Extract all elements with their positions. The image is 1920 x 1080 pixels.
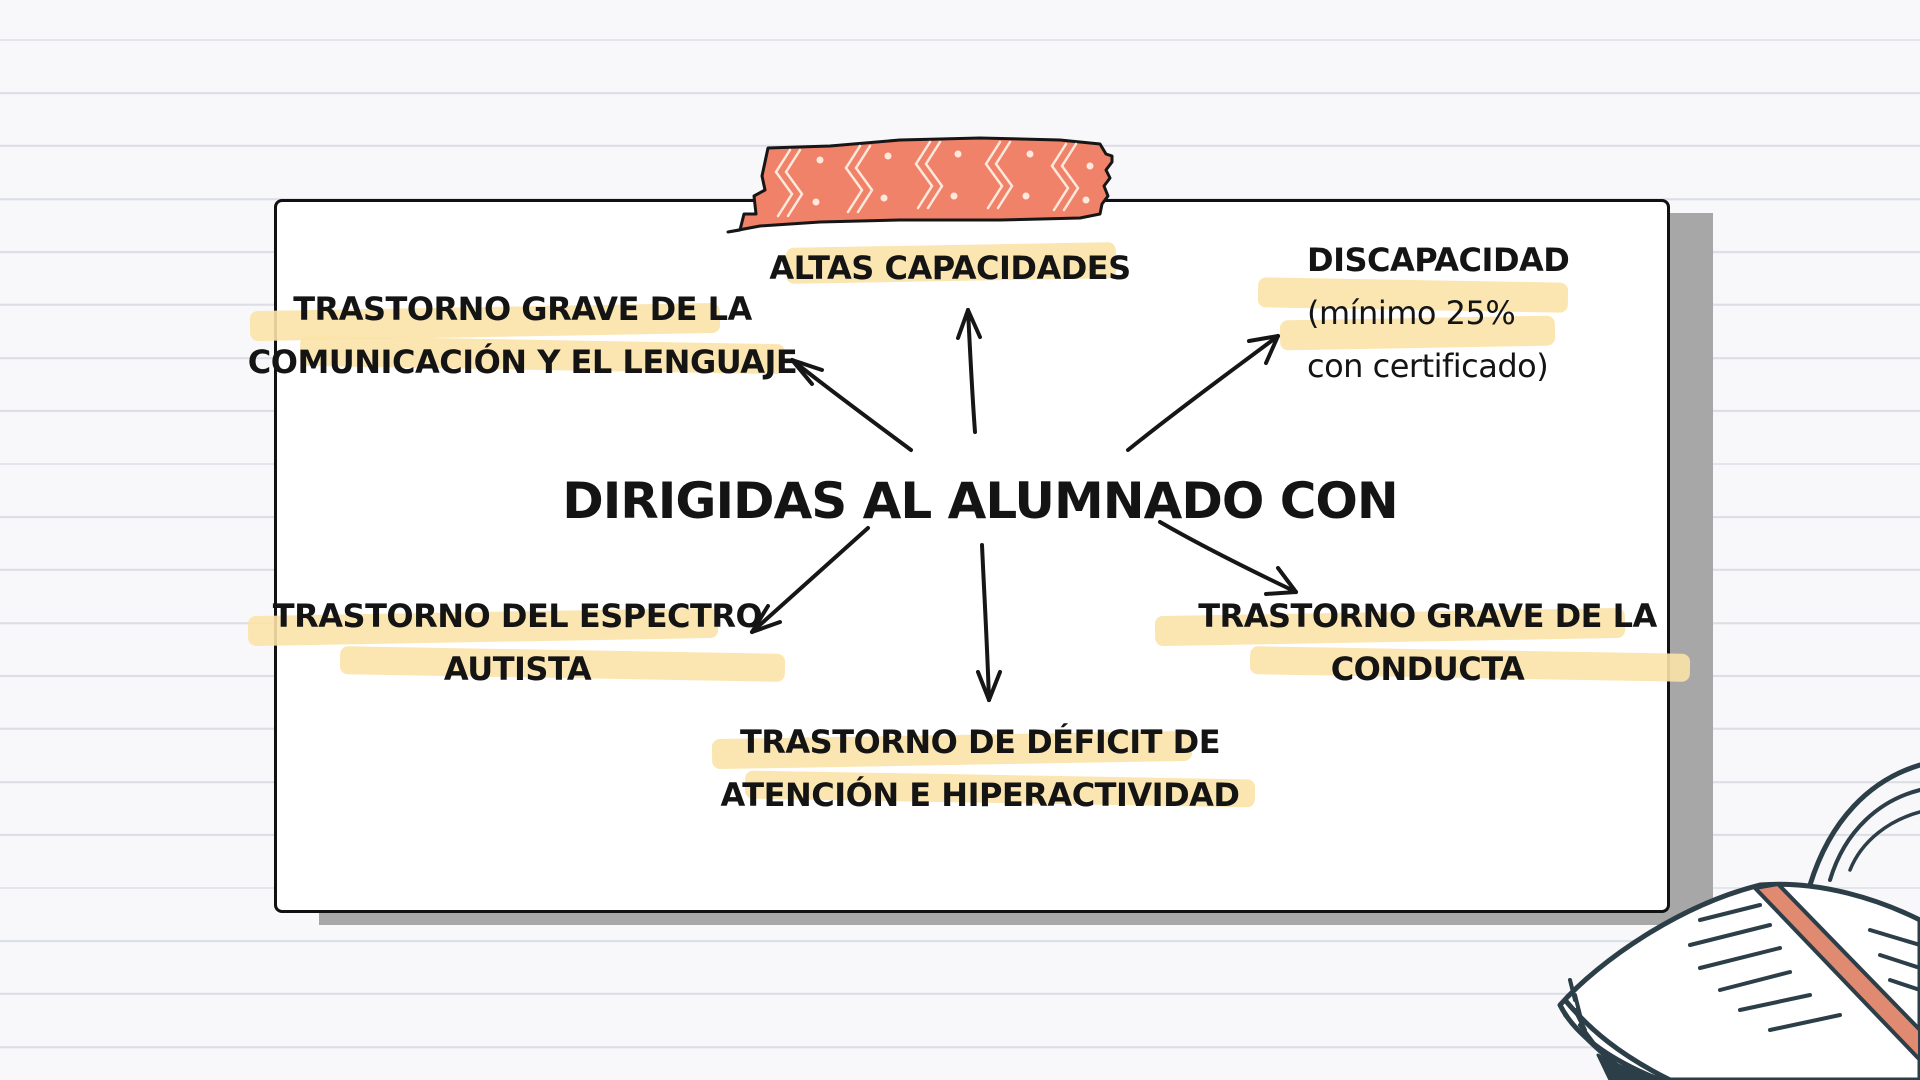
arrow-to-altas — [956, 308, 982, 434]
open-book-icon — [1557, 762, 1920, 1080]
autista-line2: AUTISTA — [443, 650, 592, 688]
label-conducta: TRASTORNO GRAVE DE LA CONDUCTA — [1180, 590, 1675, 696]
arrows — [750, 308, 1298, 702]
center-title: DIRIGIDAS AL ALUMNADO CON — [562, 472, 1399, 530]
label-discapacidad: DISCAPACIDAD (mínimo 25% con certificado… — [1307, 234, 1637, 393]
comunicacion-line2: COMUNICACIÓN Y EL LENGUAJE — [247, 343, 798, 381]
arrow-to-comunicacion — [790, 358, 913, 452]
discapacidad-line1: DISCAPACIDAD — [1307, 241, 1570, 279]
arrow-to-tdah — [976, 543, 1002, 702]
tdah-line2: ATENCIÓN E HIPERACTIVIDAD — [720, 776, 1240, 814]
comunicacion-line1: TRASTORNO GRAVE DE LA — [293, 290, 752, 328]
autista-line1: TRASTORNO DEL ESPECTRO — [272, 597, 763, 635]
discapacidad-line2: (mínimo 25% — [1307, 294, 1516, 332]
arrow-to-autista — [750, 526, 870, 634]
label-autista: TRASTORNO DEL ESPECTRO AUTISTA — [270, 590, 765, 696]
arrow-to-discapacidad — [1126, 334, 1280, 452]
arrow-to-conducta — [1158, 520, 1298, 596]
altas-capacidades-text: ALTAS CAPACIDADES — [769, 249, 1131, 287]
tdah-line1: TRASTORNO DE DÉFICIT DE — [739, 723, 1221, 761]
discapacidad-line3: con certificado) — [1307, 347, 1549, 385]
label-altas-capacidades: ALTAS CAPACIDADES — [730, 244, 1170, 292]
label-tdah: TRASTORNO DE DÉFICIT DE ATENCIÓN E HIPER… — [700, 716, 1260, 822]
conducta-line2: CONDUCTA — [1330, 650, 1525, 688]
washi-tape-icon — [726, 136, 1114, 234]
label-comunicacion: TRASTORNO GRAVE DE LA COMUNICACIÓN Y EL … — [245, 283, 800, 389]
conducta-line1: TRASTORNO GRAVE DE LA — [1198, 597, 1657, 635]
